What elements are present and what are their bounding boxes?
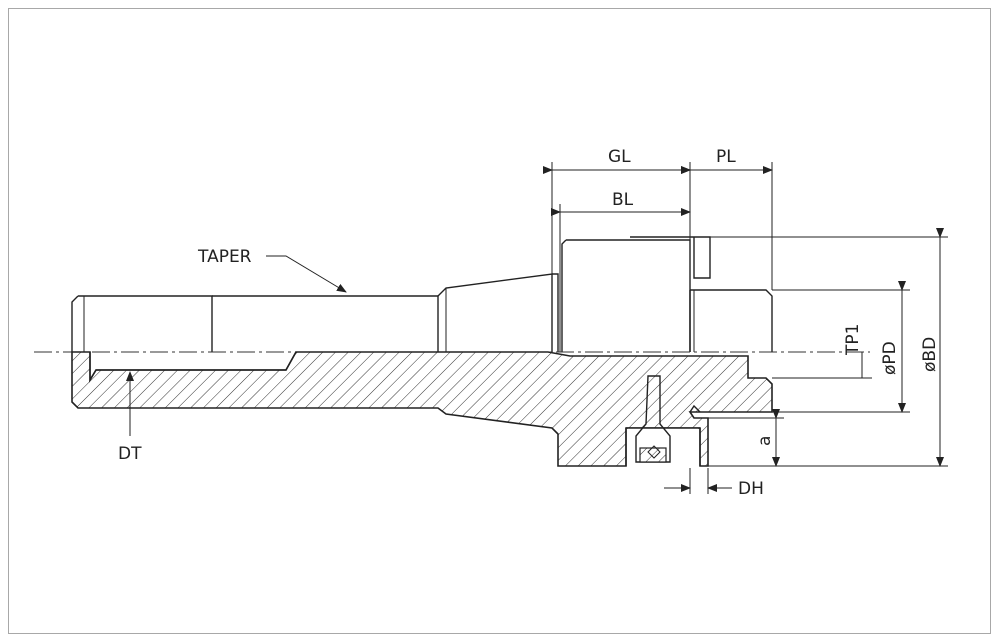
taper-label: TAPER xyxy=(197,247,252,267)
a-label: a xyxy=(755,436,775,446)
dh-label: DH xyxy=(738,479,764,499)
holder-section xyxy=(71,351,773,467)
gl-label: GL xyxy=(608,147,631,167)
holder-outline xyxy=(71,236,773,352)
drawing-frame xyxy=(8,8,991,634)
pl-label: PL xyxy=(716,147,736,167)
pd-label: øPD xyxy=(880,341,900,375)
bl-label: BL xyxy=(612,190,634,210)
dt-label: DT xyxy=(118,444,142,464)
tp1-label: TP1 xyxy=(843,324,863,356)
bd-label: øBD xyxy=(920,337,940,372)
